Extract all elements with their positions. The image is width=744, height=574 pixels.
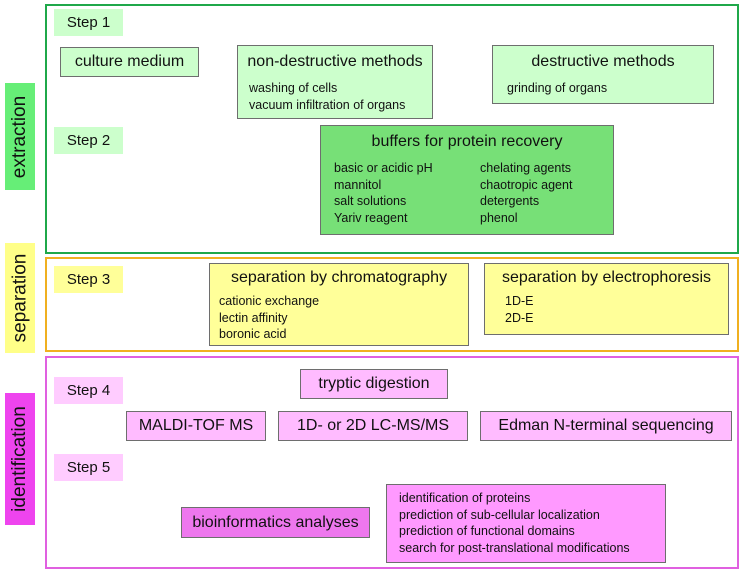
non-destructive-item: washing of cells	[249, 81, 338, 95]
extraction-frame	[45, 4, 739, 254]
step-5: Step 5	[54, 454, 123, 481]
tryptic-digestion-label: tryptic digestion	[318, 375, 430, 392]
culture-medium-label: culture medium	[74, 53, 185, 70]
destructive-title: destructive methods	[531, 53, 675, 70]
buffers-box: buffers for protein recovery basic or ac…	[320, 125, 614, 235]
step-3: Step 3	[54, 266, 123, 293]
destructive-box: destructive methods grinding of organs	[492, 45, 714, 104]
extraction-label-bar: extraction	[5, 83, 35, 190]
buffer-item: basic or acidic pH	[334, 161, 433, 175]
step-2: Step 2	[54, 127, 123, 154]
chromatography-item: boronic acid	[219, 327, 287, 341]
buffer-item: chelating agents	[480, 161, 572, 175]
extraction-label: extraction	[9, 95, 30, 178]
electrophoresis-item: 1D-E	[505, 294, 534, 308]
tryptic-digestion-box: tryptic digestion	[300, 369, 448, 399]
result-item: prediction of functional domains	[399, 524, 575, 538]
results-box: identification of proteins prediction of…	[386, 484, 666, 563]
bioinformatics-label: bioinformatics analyses	[192, 513, 359, 531]
buffer-item: detergents	[480, 194, 540, 208]
edman-box: Edman N-terminal sequencing	[480, 411, 732, 441]
culture-medium-box: culture medium	[60, 47, 199, 77]
bioinformatics-box: bioinformatics analyses	[181, 507, 370, 538]
electrophoresis-box: separation by electrophoresis 1D-E 2D-E	[484, 263, 729, 335]
electrophoresis-item: 2D-E	[505, 310, 534, 325]
result-item: identification of proteins	[399, 491, 531, 505]
step-1: Step 1	[54, 9, 123, 36]
separation-frame	[45, 257, 739, 352]
separation-label-bar: separation	[5, 243, 35, 353]
buffer-item: phenol	[480, 210, 518, 225]
chromatography-item: cationic exchange	[219, 294, 320, 308]
electrophoresis-title: separation by electrophoresis	[501, 269, 711, 286]
step-4: Step 4	[54, 377, 123, 404]
maldi-label: MALDI-TOF MS	[138, 417, 254, 434]
non-destructive-box: non-destructive methods washing of cells…	[237, 45, 433, 119]
separation-label: separation	[9, 253, 31, 343]
non-destructive-item: vacuum infiltration of organs	[249, 97, 406, 112]
buffer-item: chaotropic agent	[480, 177, 573, 192]
buffer-item: mannitol	[334, 177, 382, 192]
chromatography-box: separation by chromatography cationic ex…	[209, 263, 469, 346]
lcms-box: 1D- or 2D LC-MS/MS	[278, 411, 468, 441]
buffers-title: buffers for protein recovery	[371, 133, 563, 150]
identification-label: identification	[9, 406, 30, 512]
result-item: search for post-translational modificati…	[399, 540, 630, 555]
identification-frame	[45, 356, 739, 569]
chromatography-item: lectin affinity	[219, 310, 288, 325]
identification-label-bar: identification	[5, 393, 35, 525]
destructive-item: grinding of organs	[507, 81, 608, 95]
maldi-box: MALDI-TOF MS	[126, 411, 266, 441]
buffer-item: Yariv reagent	[334, 210, 408, 225]
non-destructive-title: non-destructive methods	[247, 53, 423, 70]
edman-label: Edman N-terminal sequencing	[498, 417, 714, 434]
chromatography-title: separation by chromatography	[230, 269, 448, 286]
lcms-label: 1D- or 2D LC-MS/MS	[296, 417, 450, 434]
result-item: prediction of sub-cellular localization	[399, 507, 600, 522]
buffer-item: salt solutions	[334, 194, 407, 208]
